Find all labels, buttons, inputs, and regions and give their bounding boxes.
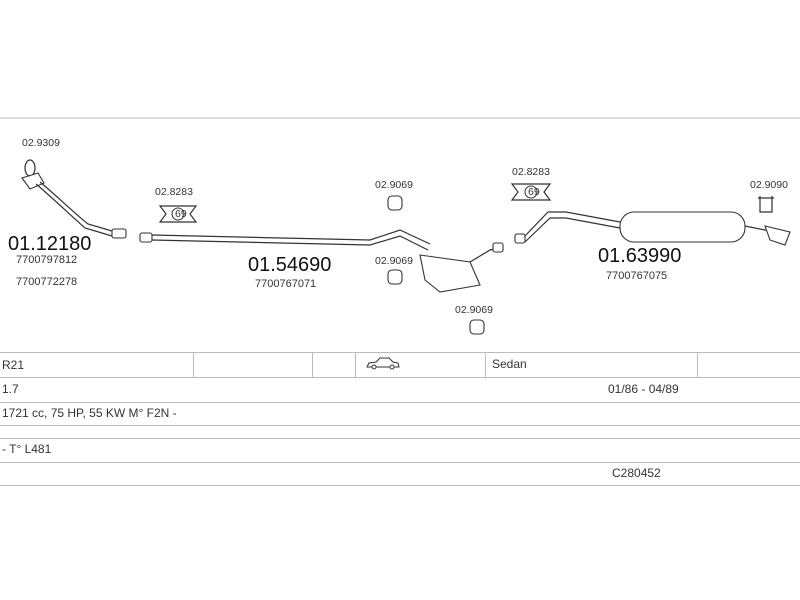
ref-clamp-rear: 02.8283	[512, 166, 550, 178]
clamp-icon	[510, 183, 552, 201]
rear-silencer-number: 01.63990	[598, 245, 681, 267]
vehicle-body: Sedan	[492, 357, 527, 371]
vehicle-type: - T° L481	[2, 442, 52, 456]
gasket-ring-icon	[24, 159, 36, 177]
clamp-icon	[158, 205, 198, 223]
center-pipe-oem-1: 7700767071	[255, 278, 316, 290]
sedan-car-icon	[366, 356, 400, 373]
vehicle-spec: 1721 cc, 75 HP, 55 KW M° F2N -	[2, 406, 177, 420]
rear-silencer-oem-1: 7700767075	[606, 270, 667, 282]
ref-hanger-2: 02.9069	[375, 255, 413, 267]
front-pipe-number: 01.12180	[8, 233, 91, 255]
ref-hanger-4: 02.9090	[750, 179, 788, 191]
vehicle-years: 01/86 - 04/89	[608, 382, 679, 396]
ref-hanger-3: 02.9069	[455, 304, 493, 316]
clamp-front-badge: 69	[175, 208, 187, 220]
rubber-hanger-icon	[469, 319, 485, 335]
clamp-rear-badge: 69	[528, 186, 540, 198]
vehicle-model: R21	[2, 358, 25, 372]
rubber-hanger-icon	[387, 195, 403, 211]
ref-gasket-front: 02.9309	[22, 137, 60, 149]
front-pipe-oem-1: 7700797812	[16, 254, 77, 266]
rubber-hanger-icon	[387, 269, 403, 285]
vehicle-code: C280452	[612, 466, 661, 480]
ref-clamp-front: 02.8283	[155, 186, 193, 198]
rear-silencer-icon	[514, 211, 791, 246]
ref-hanger-1: 02.9069	[375, 179, 413, 191]
vehicle-engine: 1.7	[2, 382, 19, 396]
center-pipe-icon	[139, 229, 504, 293]
center-pipe-number: 01.54690	[248, 254, 331, 276]
front-pipe-oem-2: 7700772278	[16, 276, 77, 288]
rubber-hanger-icon	[758, 196, 774, 213]
front-pipe-icon	[21, 172, 127, 239]
